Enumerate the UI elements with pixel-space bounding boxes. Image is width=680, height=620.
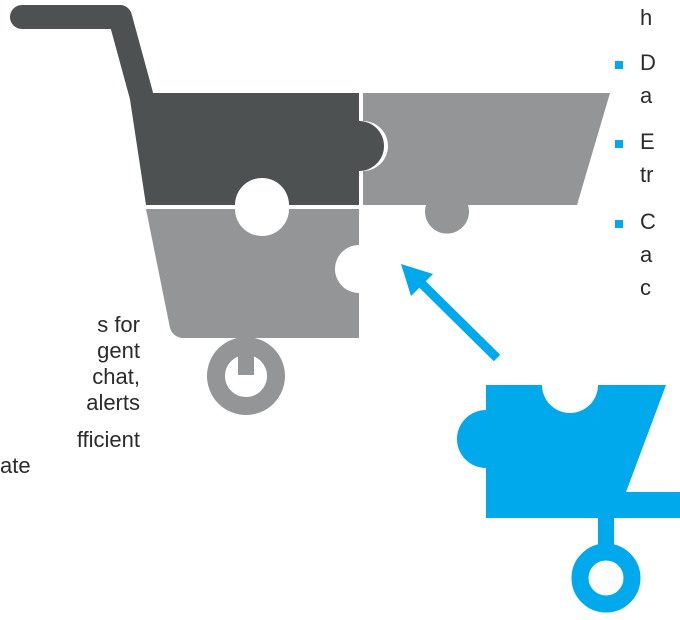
bullet-square-icon: [615, 140, 623, 148]
diagonal-arrow-icon: [401, 264, 501, 362]
list-item: C a c: [610, 208, 680, 308]
list-item-line-2: tr: [640, 162, 654, 187]
puzzle-piece-blue: [457, 385, 680, 518]
left-paragraph-1-line-2: gent: [97, 338, 140, 363]
bullet-square-icon: [615, 220, 623, 228]
list-item-line-2: a: [640, 83, 653, 108]
list-item-line-1: D: [640, 50, 656, 75]
left-paragraph-2-line-2: ate: [0, 453, 31, 478]
left-paragraph-1-line-1: s for: [97, 312, 140, 337]
list-item: E tr: [610, 128, 680, 188]
list-item: h: [610, 0, 680, 48]
left-paragraph-1-line-4: alerts: [86, 390, 140, 415]
puzzle-piece-dark-top-left: [129, 93, 384, 205]
bullet-square-icon: [615, 61, 623, 69]
left-paragraph-1-line-3: chat,: [92, 364, 140, 389]
cart-wheel-left: [207, 335, 285, 415]
left-paragraph-2-line-1: fficient: [76, 427, 140, 452]
list-item-line-1: C: [640, 209, 656, 234]
list-item: D a: [610, 49, 680, 109]
list-item-line-2: a: [640, 242, 653, 267]
cart-handle-bar: [10, 5, 153, 106]
cart-wheel-right: [571, 515, 641, 613]
wheel-left: [207, 337, 285, 415]
cart-handle: [10, 5, 153, 106]
puzzle-piece-grey-top-right: [363, 93, 610, 234]
arrow-head: [401, 264, 433, 296]
list-item-line-1: E: [640, 129, 655, 154]
wheel-right: [571, 543, 641, 613]
list-item-line-2: h: [640, 5, 653, 30]
arrow-shaft: [414, 276, 501, 362]
puzzle-piece-grey-bottom: [146, 209, 359, 338]
list-item-line-3: c: [640, 275, 651, 300]
